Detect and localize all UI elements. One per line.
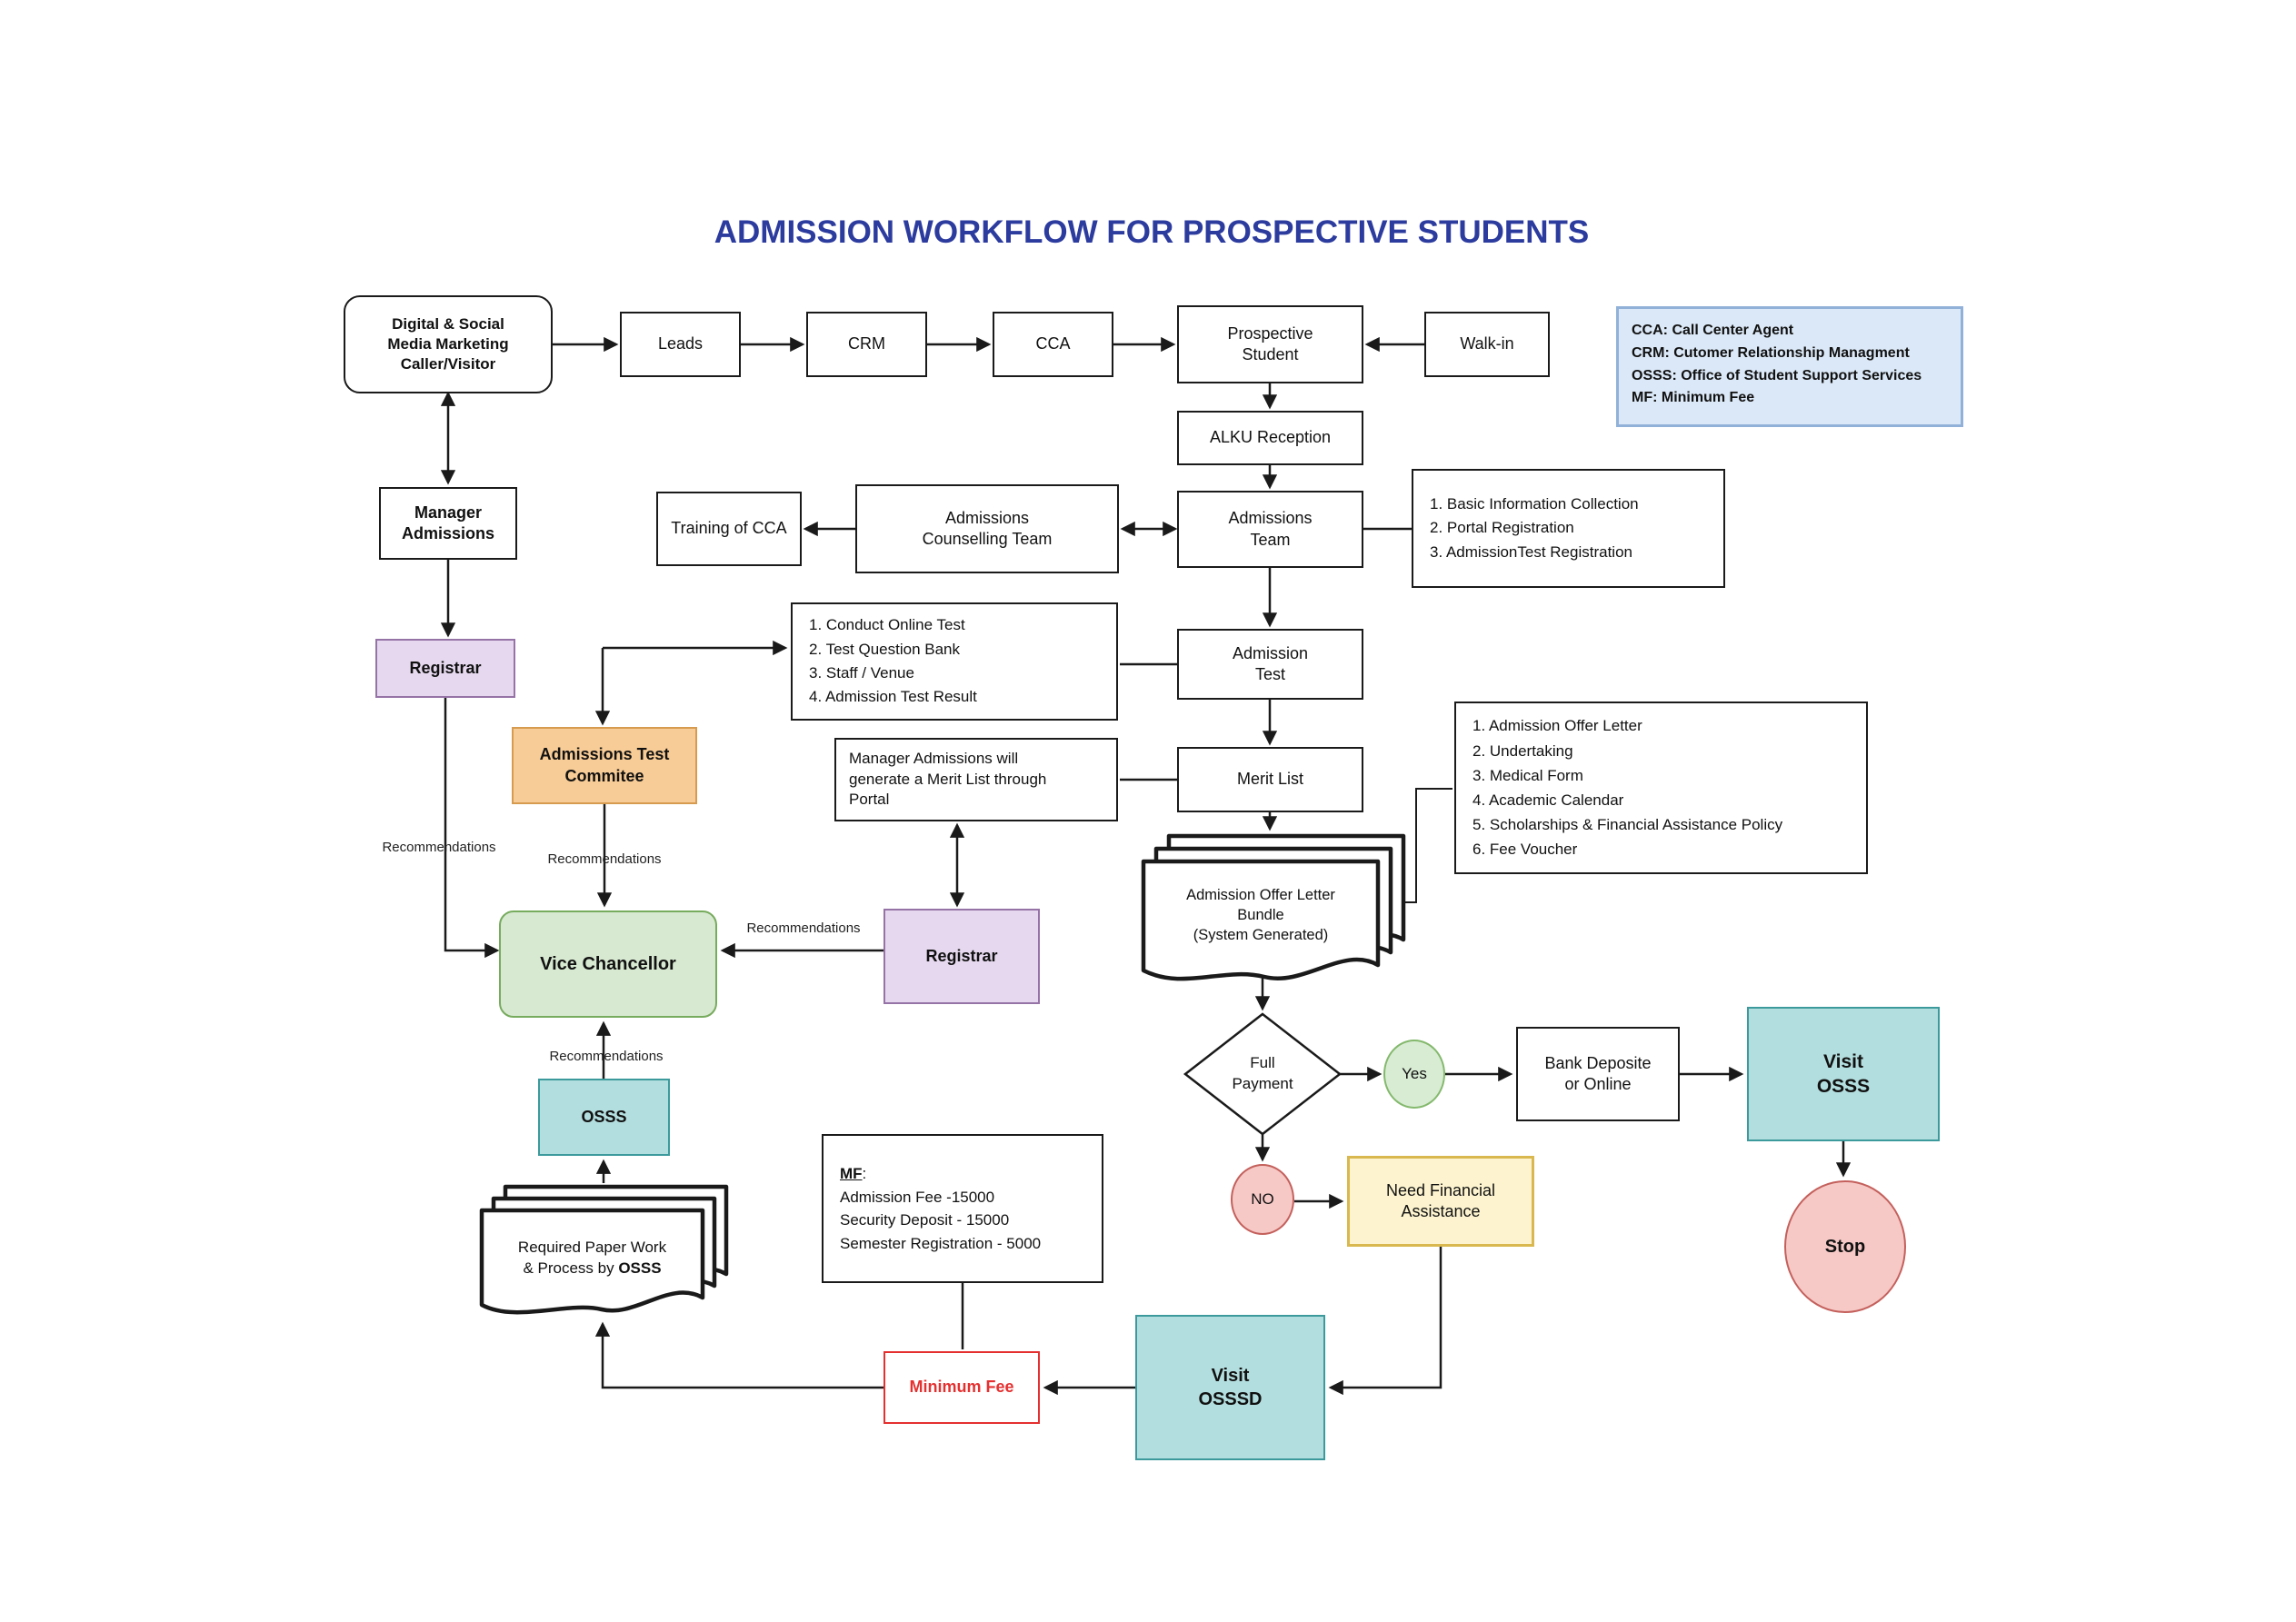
portal-step-1: 1. Basic Information Collection xyxy=(1430,494,1639,512)
portal-steps-list: 1. Basic Information Collection 2. Porta… xyxy=(1412,469,1725,588)
paperwork-label: Required Paper Work & Process by OSSS xyxy=(482,1219,703,1298)
arrow-need-financial-to-visit-osssd xyxy=(1328,1247,1442,1396)
legend-line-crm: CRM: Cutomer Relationship Managment xyxy=(1632,344,1910,361)
offer-item-2: 2. Undertaking xyxy=(1472,741,1573,760)
legend-line-cca: CCA: Call Center Agent xyxy=(1632,323,1794,338)
full-payment-label: Full Payment xyxy=(1232,1054,1293,1092)
node-manager-admissions: Manager Admissions xyxy=(379,487,517,560)
mf-heading-colon: : xyxy=(862,1165,867,1182)
recommendations-label-osss: Recommendations xyxy=(549,1049,664,1064)
node-walk-in: Walk-in xyxy=(1424,312,1550,377)
arrow-minfee-to-paperwork xyxy=(594,1321,883,1389)
recommendations-label-committee: Recommendations xyxy=(547,851,662,867)
legend-line-mf: MF: Minimum Fee xyxy=(1632,390,1755,406)
offer-bundle-label: Admission Offer Letter Bundle (System Ge… xyxy=(1186,886,1335,944)
node-no: NO xyxy=(1231,1164,1294,1235)
recommendations-label-registrar-mid: Recommendations xyxy=(746,920,861,936)
node-digital-social-media: Digital & Social Media Marketing Caller/… xyxy=(344,295,553,393)
portal-step-2: 2. Portal Registration xyxy=(1430,519,1574,537)
mf-line-3: Semester Registration - 5000 xyxy=(840,1234,1042,1252)
node-registrar-left: Registrar xyxy=(375,639,515,698)
node-need-financial-assistance: Need Financial Assistance xyxy=(1347,1156,1534,1247)
offer-item-1: 1. Admission Offer Letter xyxy=(1472,717,1642,735)
node-osss: OSSS xyxy=(538,1079,670,1156)
legend-box: CCA: Call Center Agent CRM: Cutomer Rela… xyxy=(1616,306,1963,427)
full-payment-diamond xyxy=(1183,1012,1343,1136)
node-admissions-counselling-team: Admissions Counselling Team xyxy=(855,484,1119,573)
node-alku-reception: ALKU Reception xyxy=(1177,411,1363,465)
node-bank-deposit: Bank Deposite or Online xyxy=(1516,1027,1680,1121)
mf-line-2: Security Deposit - 15000 xyxy=(840,1211,1010,1229)
mf-heading: MF: xyxy=(840,1162,866,1186)
test-step-1: 1. Conduct Online Test xyxy=(809,616,965,634)
node-leads: Leads xyxy=(620,312,741,377)
node-crm: CRM xyxy=(806,312,927,377)
paperwork-line-2-text: & Process by xyxy=(523,1259,619,1277)
node-registrar-mid: Registrar xyxy=(883,909,1040,1004)
node-prospective-student: Prospective Student xyxy=(1177,305,1363,383)
test-step-4: 4. Admission Test Result xyxy=(809,688,977,706)
offer-bundle-document-stack xyxy=(1141,833,1406,981)
offer-items-list: 1. Admission Offer Letter 2. Undertaking… xyxy=(1454,702,1868,874)
mf-line-1: Admission Fee -15000 xyxy=(840,1188,995,1206)
node-cca: CCA xyxy=(993,312,1113,377)
test-steps-list: 1. Conduct Online Test 2. Test Question … xyxy=(791,602,1118,721)
portal-step-3: 3. AdmissionTest Registration xyxy=(1430,542,1632,561)
offer-item-4: 4. Academic Calendar xyxy=(1472,791,1624,809)
recommendations-label-registrar-left: Recommendations xyxy=(382,840,496,855)
node-visit-osssd: Visit OSSSD xyxy=(1135,1315,1325,1460)
node-minimum-fee: Minimum Fee xyxy=(883,1351,1040,1424)
paperwork-line-2-osss: OSSS xyxy=(618,1259,662,1277)
test-step-3: 3. Staff / Venue xyxy=(809,664,914,682)
paperwork-document-stack xyxy=(479,1184,729,1315)
mf-note-box: MF: Admission Fee -15000 Security Deposi… xyxy=(822,1134,1103,1283)
test-step-2: 2. Test Question Bank xyxy=(809,640,961,658)
arrow-registrar-left-to-vc xyxy=(444,698,500,959)
paperwork-line-1: Required Paper Work xyxy=(517,1239,667,1257)
paperwork-line-2: & Process by OSSS xyxy=(523,1259,661,1279)
merit-note-box: Manager Admissions will generate a Merit… xyxy=(834,738,1118,821)
node-admissions-test-committee: Admissions Test Commitee xyxy=(512,727,697,804)
mf-heading-text: MF xyxy=(840,1165,863,1182)
node-yes: Yes xyxy=(1383,1040,1445,1109)
offer-item-6: 6. Fee Voucher xyxy=(1472,841,1578,859)
node-stop: Stop xyxy=(1784,1180,1906,1313)
page-title: ADMISSION WORKFLOW FOR PROSPECTIVE STUDE… xyxy=(714,214,1590,250)
node-training-of-cca: Training of CCA xyxy=(656,492,802,566)
offer-item-3: 3. Medical Form xyxy=(1472,766,1583,784)
node-vice-chancellor: Vice Chancellor xyxy=(499,911,717,1018)
node-admissions-team: Admissions Team xyxy=(1177,491,1363,568)
node-merit-list: Merit List xyxy=(1177,747,1363,812)
legend-line-osss: OSSS: Office of Student Support Services xyxy=(1632,367,1922,383)
node-admission-test: Admission Test xyxy=(1177,629,1363,700)
offer-item-5: 5. Scholarships & Financial Assistance P… xyxy=(1472,816,1783,834)
node-visit-osss: Visit OSSS xyxy=(1747,1007,1940,1141)
